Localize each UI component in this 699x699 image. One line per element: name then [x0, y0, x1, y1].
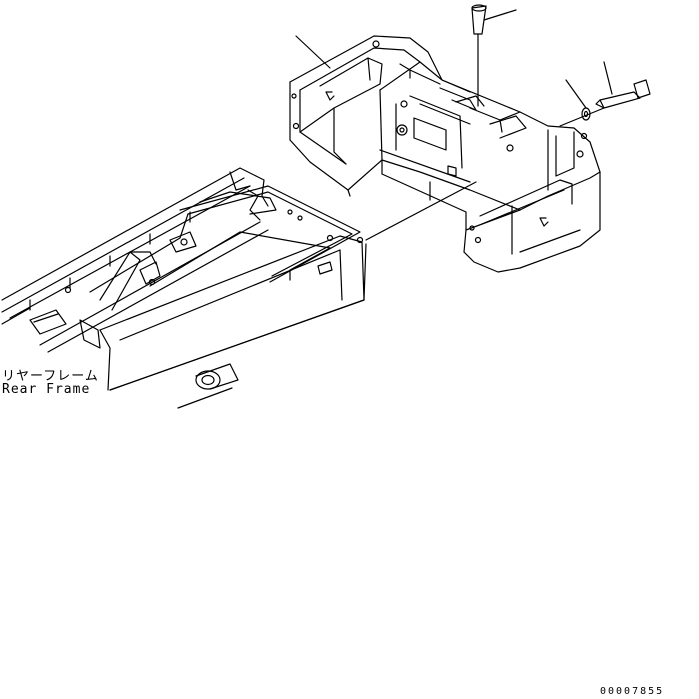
bolt-and-washer — [559, 61, 651, 127]
counterweight — [289, 35, 601, 273]
lifting-pin — [471, 4, 517, 107]
drawing-number: 00007855 — [600, 686, 665, 697]
leader-lines — [295, 35, 477, 241]
rear-frame — [1, 167, 367, 409]
rear-frame-label-en: Rear Frame — [2, 382, 91, 397]
rear-frame-label-jp: リヤーフレーム — [2, 369, 99, 384]
